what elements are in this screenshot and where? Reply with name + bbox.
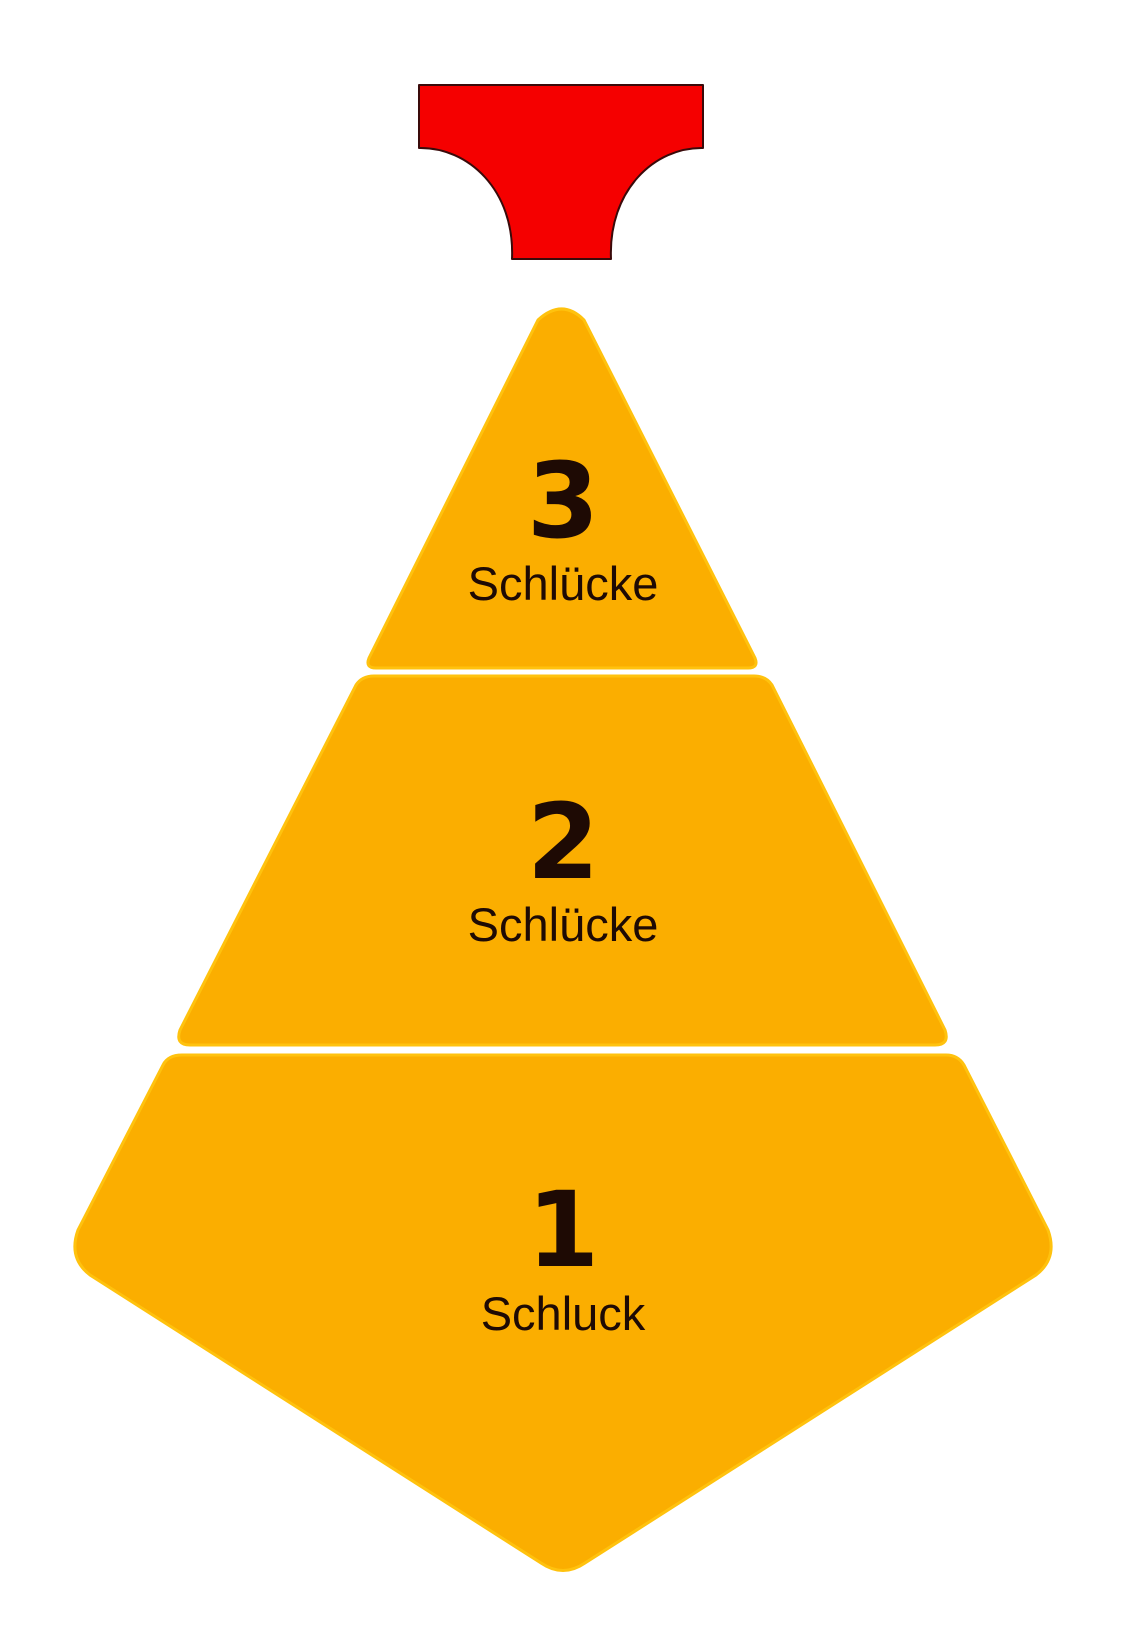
tier-3: 3 Schlücke [366, 307, 758, 670]
tier-2-number: 2 [527, 781, 599, 903]
tier-3-number: 3 [527, 440, 599, 562]
tier-3-shape [366, 307, 758, 670]
tier-1-shape [73, 1053, 1053, 1572]
tier-1-number: 1 [527, 1169, 599, 1291]
tier-1: 1 Schluck [73, 1053, 1053, 1572]
tie-knot-icon [418, 84, 704, 260]
tier-2-label: Schlücke [468, 898, 659, 951]
tier-3-label: Schlücke [468, 557, 659, 610]
tier-2: 2 Schlücke [177, 674, 948, 1047]
tier-2-shape [177, 674, 948, 1047]
tier-1-label: Schluck [481, 1287, 646, 1340]
